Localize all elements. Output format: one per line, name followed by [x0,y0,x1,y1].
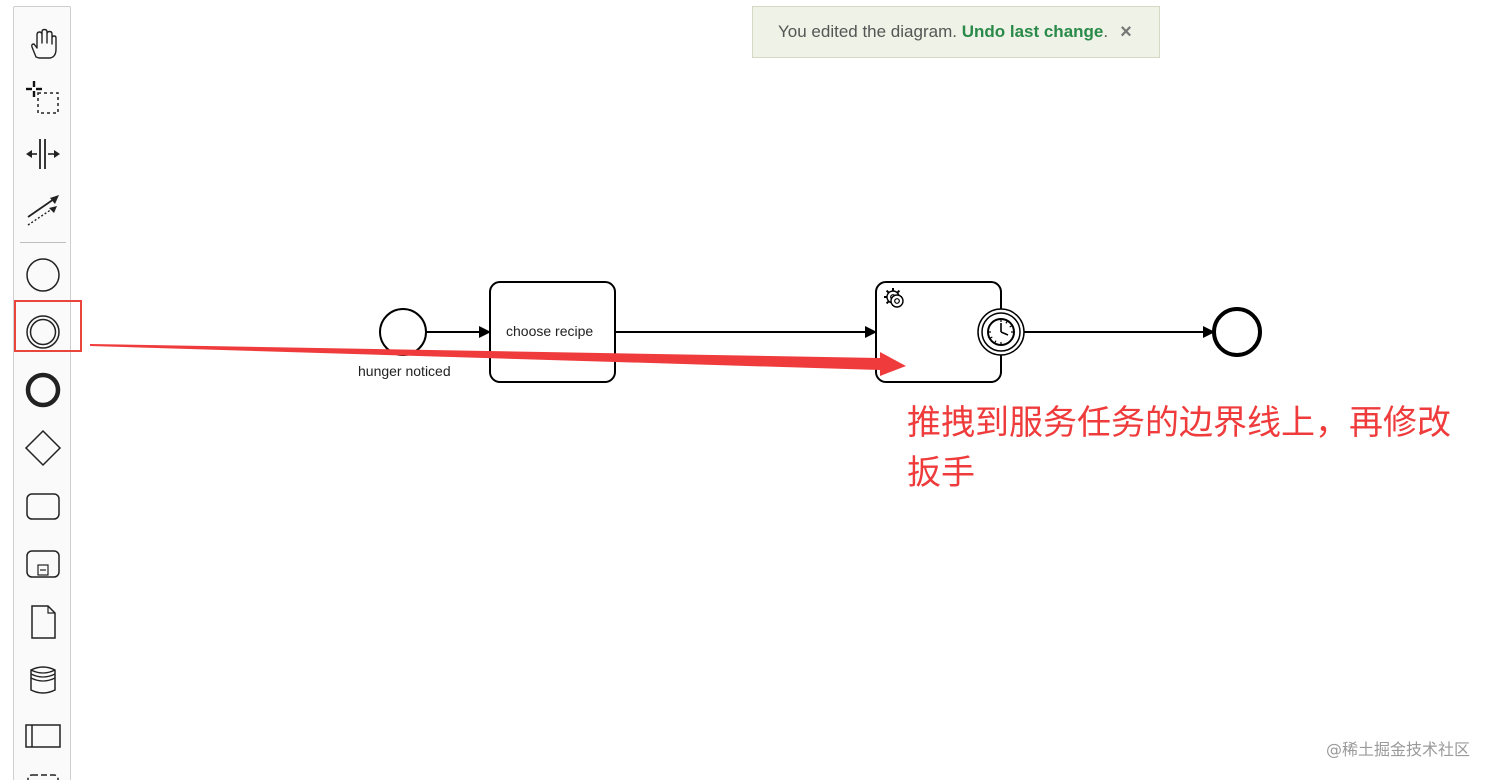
annotation-arrow [90,344,906,376]
create-end-event[interactable] [14,365,72,415]
create-gateway[interactable] [14,423,72,473]
gateway-icon [24,429,62,467]
undo-notification: You edited the diagram. Undo last change… [752,6,1160,58]
timer-icon[interactable] [977,308,1025,356]
create-pool[interactable] [14,711,72,761]
group-icon [27,774,59,780]
tool-palette [13,6,71,780]
undo-last-change-link[interactable]: Undo last change [961,22,1104,41]
lasso-icon [26,81,59,114]
subprocess-icon [26,550,60,578]
create-group[interactable] [14,761,72,780]
task-label: choose recipe [506,323,594,339]
create-task[interactable] [14,481,72,531]
task-icon [26,493,60,520]
space-tool[interactable] [14,129,72,179]
hand-tool[interactable] [14,19,72,69]
notification-punct: . [1103,22,1109,41]
start-event-icon [26,258,60,292]
notification-message: You edited the diagram. [778,22,957,41]
create-subprocess[interactable] [14,539,72,589]
start-event-label: hunger noticed [358,363,451,379]
create-data-store[interactable] [14,655,72,705]
global-connect-tool[interactable] [14,185,72,235]
intermediate-event-icon [26,315,60,349]
create-intermediate-event[interactable] [14,307,72,357]
end-event[interactable] [1212,307,1262,357]
data-object-icon [31,605,56,639]
create-start-event[interactable] [14,250,72,300]
annotation-text: 推拽到服务任务的边界线上，再修改 扳手 [907,398,1507,498]
space-icon [26,139,60,169]
hand-icon [31,28,57,59]
connect-icon [27,195,59,226]
watermark: @稀土掘金技术社区 [1326,740,1471,759]
annotation-line-1: 推拽到服务任务的边界线上，再修改 [907,403,1451,443]
annotation-line-2: 扳手 [907,453,975,493]
start-event[interactable] [379,308,427,356]
create-data-object[interactable] [14,597,72,647]
lasso-tool[interactable] [14,73,72,123]
gear-icon [884,288,904,308]
tool-highlight-box [14,300,82,352]
close-icon[interactable]: × [1120,20,1132,43]
data-store-icon [30,666,56,694]
pool-icon [25,724,61,748]
end-event-icon [25,372,61,408]
